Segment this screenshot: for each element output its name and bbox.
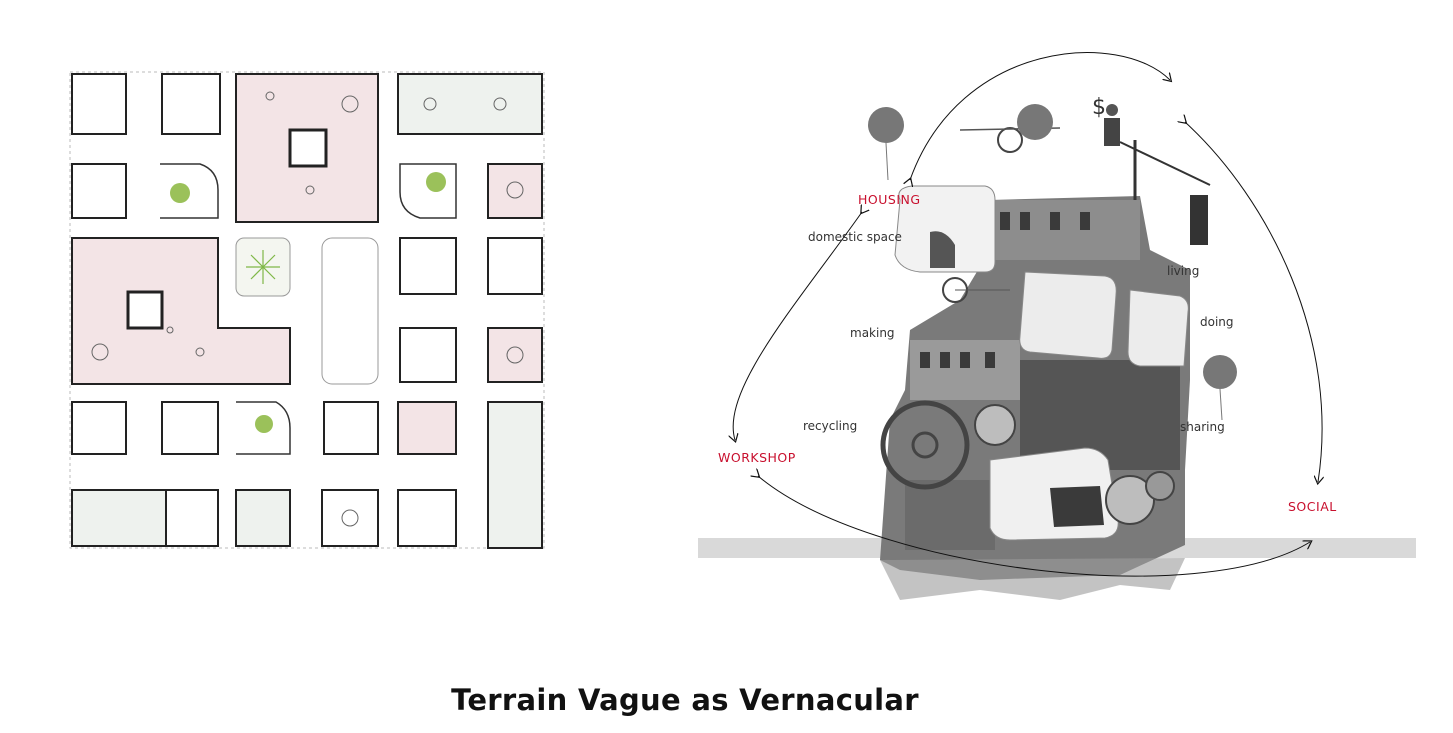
- recycling-label: recycling: [803, 419, 858, 433]
- housing-label: HOUSING: [858, 192, 921, 207]
- plan-starburst: [246, 250, 280, 284]
- making-label: making: [850, 326, 895, 340]
- sharing-label: sharing: [1180, 420, 1225, 434]
- relationship-arrows: [733, 52, 1322, 577]
- svg-text:$: $: [1092, 95, 1106, 120]
- domestic-space-label: domestic space: [808, 230, 902, 244]
- plan-furniture: [91, 91, 524, 527]
- plan-row-2: [71, 163, 543, 219]
- page-title: Terrain Vague as Vernacular: [451, 683, 919, 717]
- plan-row-1: [71, 73, 543, 223]
- plan-row-3: [71, 237, 543, 385]
- building-collage: $: [880, 95, 1211, 600]
- plan-row-5: [71, 489, 457, 547]
- living-label: living: [1167, 264, 1200, 278]
- social-label: SOCIAL: [1288, 499, 1337, 514]
- plan-outline: [69, 71, 545, 549]
- workshop-label: WORKSHOP: [718, 450, 796, 465]
- plan-row-4: [71, 401, 543, 549]
- doing-label: doing: [1200, 315, 1234, 329]
